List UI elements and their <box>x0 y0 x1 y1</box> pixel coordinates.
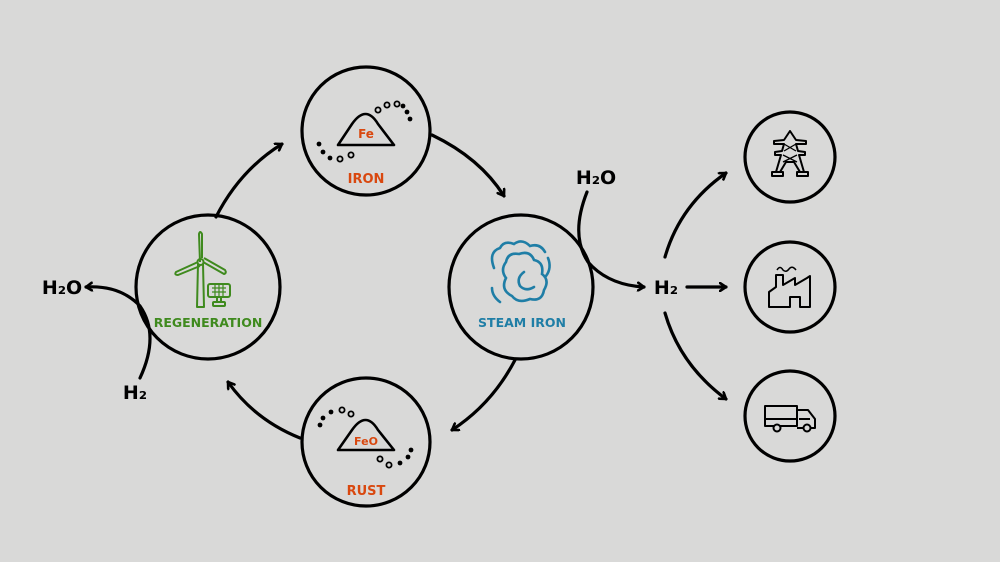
iron-label: IRON <box>348 172 385 187</box>
transport-use-circle <box>743 369 837 463</box>
iron-pile-icon <box>316 100 413 163</box>
arrow-rust-to-regeneration <box>226 380 302 440</box>
arrow-regen-h2o-out <box>84 287 152 380</box>
arrow-steam-to-rust <box>450 358 517 432</box>
rust-label: RUST <box>347 484 386 499</box>
iron-formula: Fe <box>358 127 374 141</box>
steam-h2o-input-label: H₂O <box>576 167 616 189</box>
industry-use-circle <box>743 240 837 334</box>
steam-cloud-icon <box>490 240 551 304</box>
wind-turbine-solar-icon <box>174 231 231 308</box>
truck-icon <box>764 405 816 433</box>
iron-node-circle <box>300 65 432 197</box>
arrow-h2-to-transport <box>663 311 728 401</box>
arrow-h2-to-grid <box>663 171 728 259</box>
steam-iron-node-circle <box>447 213 595 361</box>
rust-node-circle <box>300 376 432 508</box>
arrow-regeneration-to-iron <box>214 142 284 219</box>
regen-h2o-output-label: H₂O <box>42 277 82 299</box>
grid-use-circle <box>743 110 837 204</box>
arrow-steam-h2o-in <box>577 190 646 287</box>
rust-pile-icon <box>317 406 414 469</box>
factory-icon <box>768 266 811 308</box>
arrow-iron-to-steam <box>430 133 506 198</box>
steam-h2-output-label: H₂ <box>654 277 678 299</box>
regeneration-label: REGENERATION <box>154 315 263 330</box>
regeneration-node-circle <box>134 213 282 361</box>
power-pylon-icon <box>771 130 809 177</box>
steam-iron-label: STEAM IRON <box>478 315 566 330</box>
rust-formula: FeO <box>354 435 378 448</box>
regen-h2-input-label: H₂ <box>123 382 147 404</box>
